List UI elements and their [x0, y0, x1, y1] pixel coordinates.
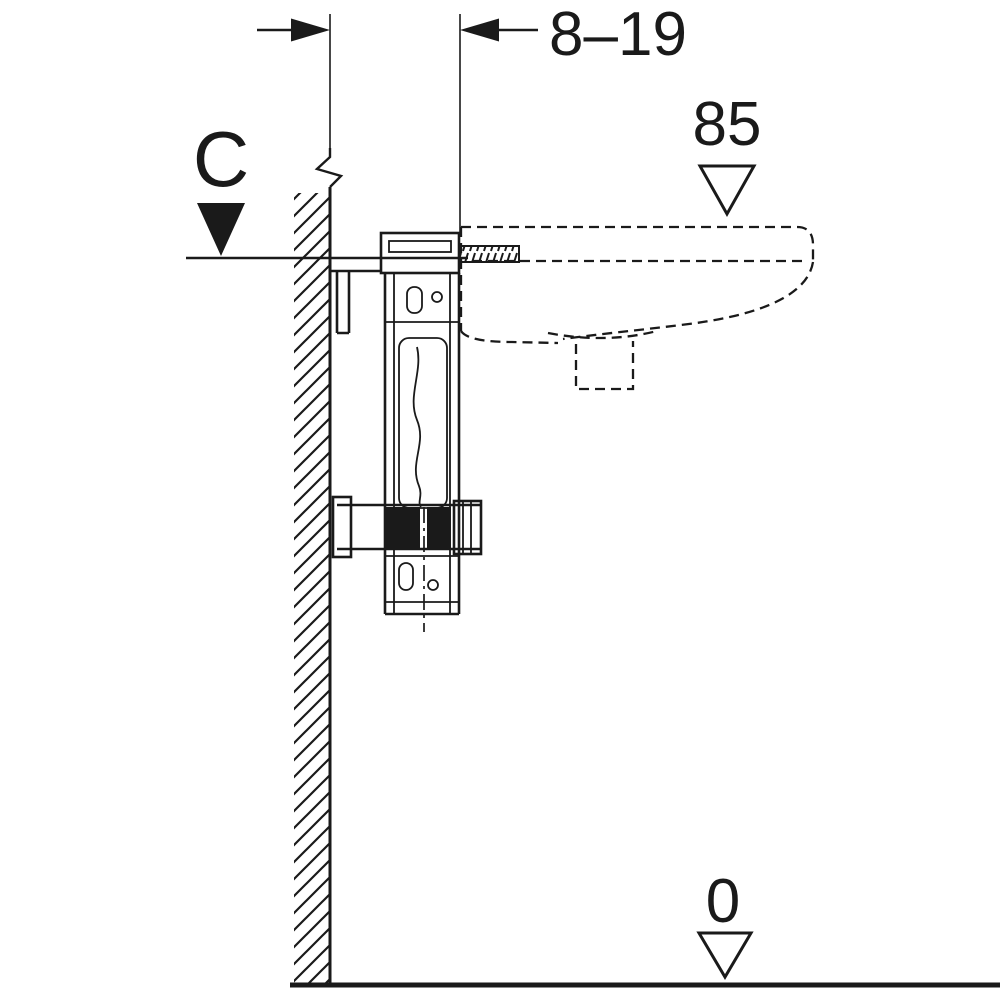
basin-bowl-bottom [547, 329, 658, 340]
filled-level-triangle-icon [197, 203, 245, 256]
basin-underside [562, 261, 815, 341]
level-marker-c: C [186, 115, 468, 260]
dimension-arrow-right-icon [291, 18, 330, 42]
frame-lower-cross-lines [385, 555, 459, 603]
frame-cable [412, 346, 422, 508]
level-marker-0: 0 [696, 867, 754, 980]
pipe-coupling-ridges [462, 501, 472, 554]
level-c-label: C [193, 115, 249, 203]
pipe-clamp-left [384, 507, 420, 549]
open-level-triangle-icon [696, 931, 754, 980]
pipe-wall-flange [331, 495, 353, 559]
frame-channel-slot [398, 337, 448, 509]
wall-anchor-bracket [330, 269, 381, 335]
threaded-rod [458, 245, 520, 263]
wall [290, 14, 1000, 988]
frame-head-slot [388, 240, 452, 253]
floor-level-label: 0 [706, 867, 740, 936]
basin-height-label: 85 [693, 90, 762, 159]
basin-top-rim [461, 225, 815, 262]
basin-drain-outlet [574, 341, 635, 391]
frame-mounting-slot-hole [406, 286, 423, 314]
basin-front-underside [460, 330, 559, 345]
frame-rail-outer [383, 273, 461, 614]
open-level-triangle-icon [697, 164, 757, 218]
frame-head-box [379, 231, 461, 275]
dimension-value-label: 8–19 [549, 0, 687, 69]
wall-break-icon [314, 148, 344, 188]
wall-hatching [294, 193, 330, 983]
mounting-frame [330, 231, 520, 632]
pipe-coupling [452, 499, 483, 556]
washbasin [459, 225, 815, 391]
dimension-arrow-left-icon [460, 18, 499, 42]
frame-screw-hole [431, 291, 443, 303]
frame-lower-slot-hole [398, 562, 414, 591]
pipe-clamp-right [427, 507, 451, 549]
frame-lower-screw-hole [427, 579, 439, 591]
frame-rail-inner [393, 273, 451, 614]
level-marker-85: 85 [693, 90, 762, 218]
top-dimension: 8–19 [257, 0, 687, 232]
